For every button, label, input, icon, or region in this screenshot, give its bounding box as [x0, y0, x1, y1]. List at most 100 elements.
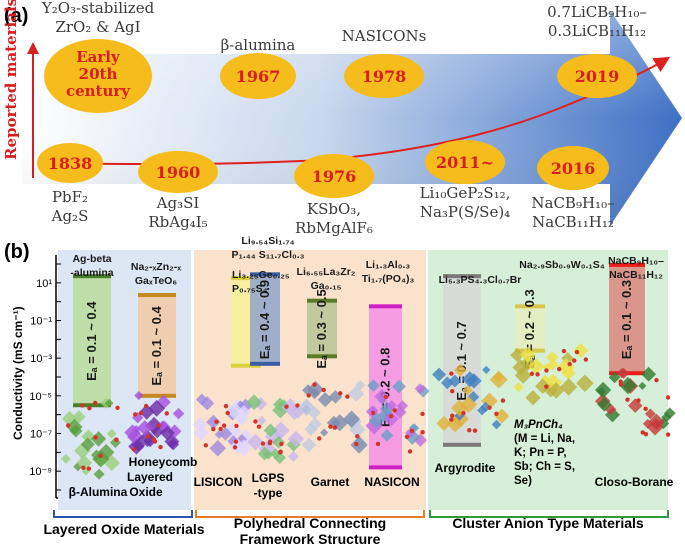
material-label: 0.7LiCB₉H₁₀–	[547, 3, 647, 21]
conductivity-bar-4: Eₐ = 0.3 ~ 0.5	[307, 289, 337, 369]
bracket-cluster	[429, 510, 669, 518]
honeycomb-structure	[124, 391, 185, 455]
y-tick-label: 10¹	[36, 278, 52, 290]
bar-cap-top	[231, 276, 261, 281]
bracket-polyhedral	[195, 510, 425, 518]
year-bubble	[344, 54, 424, 98]
activation-energy-label: Eₐ = 0.1 ~ 0.3	[619, 280, 634, 359]
year-label: 1967	[236, 67, 281, 86]
material-label-7: Na₂.₉Sb₀.₉W₀.₁S₄	[519, 259, 604, 271]
material-label: RbAg₄I₅	[148, 213, 207, 231]
year-bubble	[294, 154, 374, 198]
m3pnch4-structure	[510, 342, 594, 406]
year-label: 2016	[551, 159, 596, 178]
material-formula-line: Li₃.₂₅Ge₀.₂₅	[232, 269, 290, 281]
bar-cap-top	[250, 272, 280, 277]
material-formula-line: Ga₀.₁₅	[311, 280, 342, 292]
bar-cap-top	[515, 304, 545, 309]
lisicon-structure	[192, 393, 254, 457]
material-label: NaCB₁₁H₁₂	[532, 213, 614, 231]
structure-label-lgps: LGPS	[252, 471, 285, 485]
bar-cap-bottom	[250, 361, 280, 366]
material-label: Na₃P(S/Se)₄	[420, 203, 510, 221]
material-label: ZrO₂ & AgI	[55, 18, 140, 36]
structure-label-beta-alumina: β-Alumina	[69, 485, 128, 499]
material-label: Y₂O₃-stabilized	[41, 0, 155, 17]
material-label-8: NaCB₉H₁₀– NaCB₁₁H₁₂	[608, 255, 664, 281]
bar-range	[609, 265, 645, 374]
activation-energy-label: Eₐ = 0.4 ~ 0.9	[257, 280, 272, 359]
bar-range	[250, 275, 280, 364]
year-label: Early	[76, 48, 121, 66]
structure-label-nasicon: NASICON	[364, 475, 419, 489]
y-tick-label: 10⁻⁷	[30, 429, 52, 441]
bar-cap-top	[73, 274, 111, 279]
bar-cap-bottom	[73, 403, 111, 408]
year-label: 1978	[362, 67, 407, 86]
year-bubble	[557, 54, 637, 98]
material-formula-line: NaCB₁₁H₁₂	[609, 269, 663, 281]
material-label: PbF₂	[52, 188, 88, 206]
year-label: 1960	[156, 163, 201, 182]
activation-energy-label: Eₐ = 0.1 ~ 0.4	[149, 305, 164, 385]
year-label: 1976	[312, 167, 357, 186]
material-label: Ag₂S	[51, 207, 89, 225]
conductivity-bar-3: Eₐ = 0.4 ~ 0.9	[250, 272, 280, 366]
material-formula-line: NaCB₉H₁₀–	[608, 255, 664, 267]
bar-range	[73, 277, 111, 406]
panel-b-label: (b)	[4, 241, 30, 263]
group-label-polyhedral-2: Framework Structure	[240, 531, 381, 546]
year-label: 2019	[575, 67, 620, 86]
year-bubble	[138, 151, 218, 193]
y-tick-label: 10⁻³	[30, 353, 52, 365]
material-label: NASICONs	[342, 27, 427, 45]
panel-a-label: (a)	[4, 5, 28, 27]
material-formula-line: P₁.₄₄ S₁₁.₇Cl₀.₃	[232, 249, 305, 261]
year-bubble	[425, 140, 505, 184]
bar-range	[515, 307, 545, 351]
structure-label-argyrodite: Argyrodite	[435, 461, 496, 475]
year-bubble	[220, 53, 296, 99]
material-label: NaCB₉H₁₀–	[531, 194, 614, 212]
material-label: KSbO₃,	[307, 200, 361, 218]
year-label: 1838	[48, 154, 93, 173]
bar-cap-bottom	[231, 363, 261, 368]
conductivity-bar-1: Eₐ = 0.1 ~ 0.4	[138, 293, 176, 398]
material-formula-line: Na₂-ₓZn₂-ₓ	[131, 261, 181, 273]
closo-borane-structure	[594, 366, 676, 437]
conductivity-bar-0: Eₐ = 0.1 ~ 0.4	[73, 274, 111, 408]
y-tick-label: 10⁻⁹	[29, 466, 52, 478]
y-axis-title: Conductivity (mS cm⁻¹)	[11, 306, 25, 440]
structure-label-honeycomb: Honeycomb	[129, 455, 198, 469]
material-formula-line: Ti₁.₇(PO₄)₃	[362, 273, 415, 285]
bracket-layered	[53, 510, 193, 518]
group-label-polyhedral-1: Polyhedral Connecting	[234, 515, 386, 531]
year-bubble	[44, 39, 152, 113]
structure-label-lisicon: LISICON	[194, 475, 243, 489]
bar-cap-bottom	[307, 354, 337, 359]
group-label-cluster: Cluster Anion Type Materials	[452, 515, 644, 531]
material-label: β-alumina	[221, 36, 296, 54]
y-tick-label: 10⁻⁵	[29, 391, 52, 403]
material-formula-line: Ag-beta	[72, 253, 111, 265]
beta-alumina-structure	[60, 397, 121, 480]
bar-cap-bottom	[138, 393, 176, 398]
year-label: 2011~	[436, 153, 494, 172]
structure-label-lgps: -type	[254, 486, 283, 500]
structure-label-m3pnch4: (M = Li, Na,	[514, 433, 575, 445]
argyrodite-structure	[432, 363, 510, 433]
lgps-structure	[246, 394, 305, 465]
activation-energy-label: Eₐ = 0.1 ~ 0.4	[84, 301, 99, 381]
activation-energy-label: Eₐ = 0.3 ~ 0.5	[314, 289, 329, 368]
